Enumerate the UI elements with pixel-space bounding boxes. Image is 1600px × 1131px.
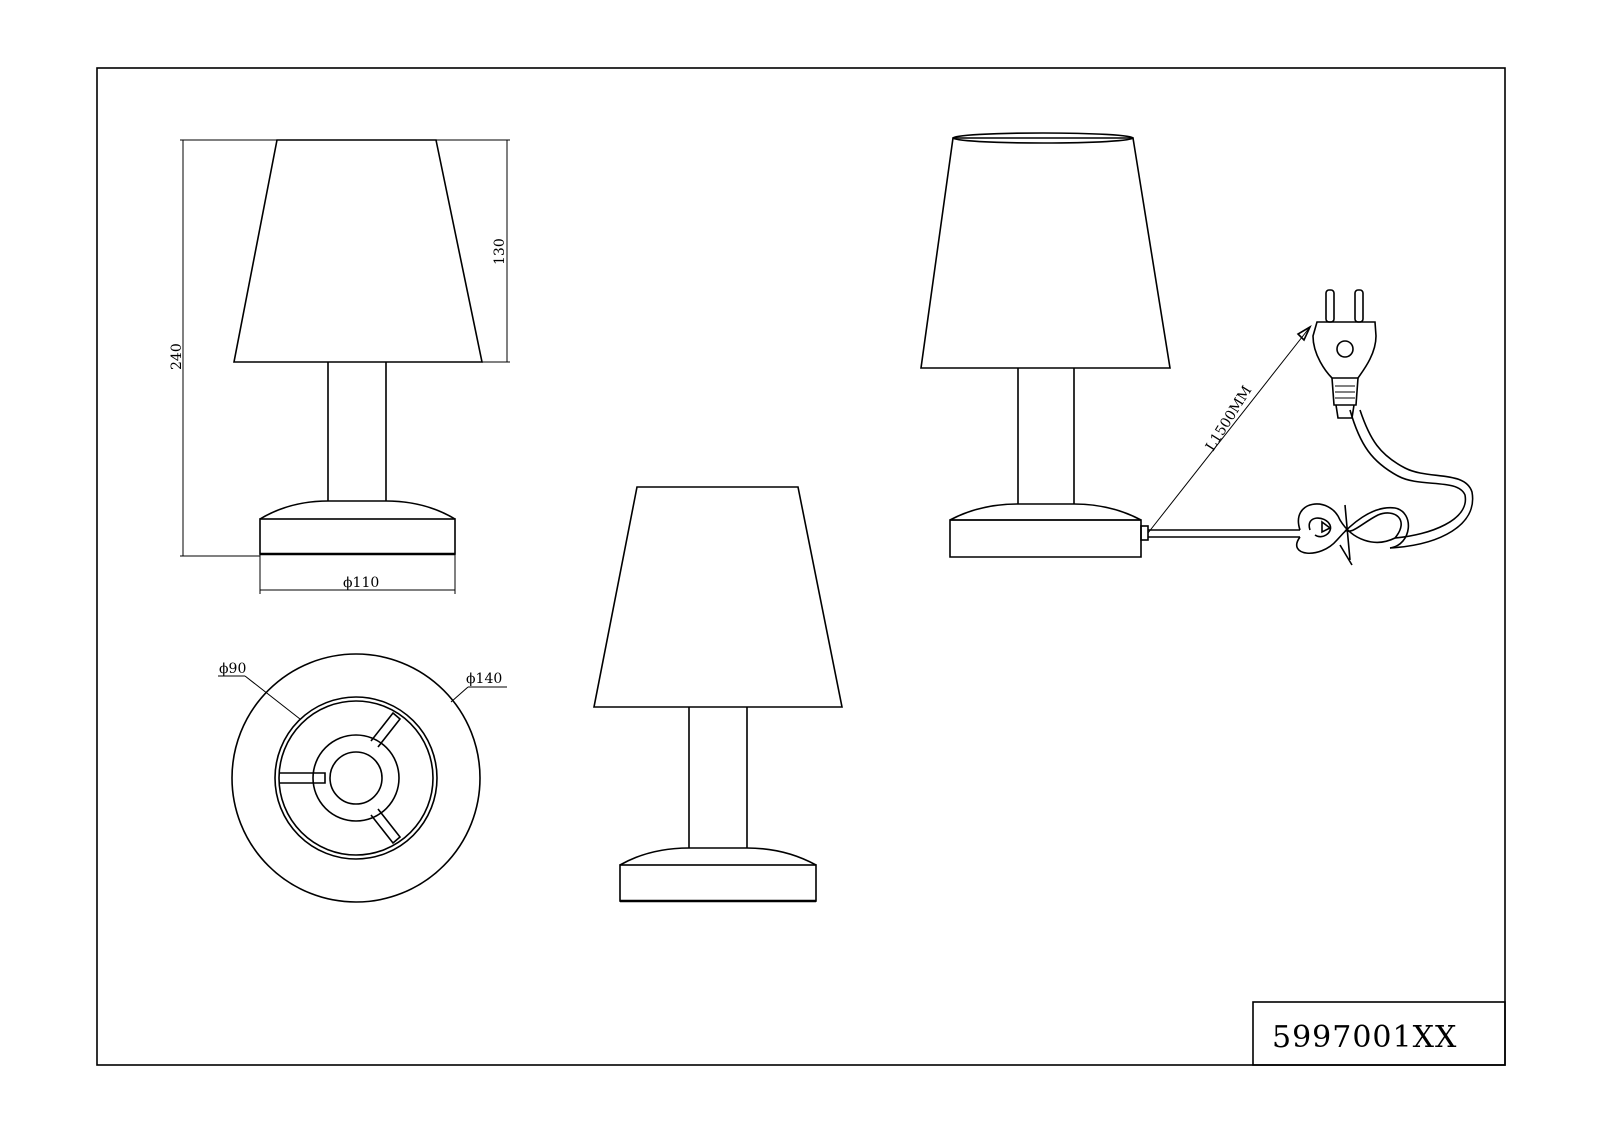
lamp-holder-outer <box>312 734 400 822</box>
cable-coil <box>1296 409 1474 566</box>
spoke-upper <box>370 711 402 748</box>
lamp-with-cable-view: L1500MM <box>920 132 1474 566</box>
center-lamp-base <box>619 864 817 902</box>
plug-marking <box>1336 340 1354 358</box>
center-lamp-view <box>593 486 843 903</box>
plan-view: ϕ90 ϕ140 <box>218 653 507 903</box>
base-diameter-label: ϕ110 <box>343 575 379 591</box>
right-lampshade <box>920 137 1171 369</box>
spoke-left <box>280 772 326 784</box>
lampshade <box>233 139 483 363</box>
outer-diameter-leader: ϕ140 <box>450 671 507 703</box>
cable-length-label: L1500MM <box>1203 383 1256 454</box>
plug-pin-left <box>1325 289 1335 323</box>
center-lamp-stem <box>688 707 748 848</box>
title-block: 5997001XX <box>1252 1001 1506 1066</box>
lamp-base-top <box>259 500 456 520</box>
spoke-lower <box>370 808 402 845</box>
inner-diameter-label: ϕ90 <box>219 661 246 677</box>
shade-height-dimension: 130 <box>482 140 510 363</box>
shade-ring-outer <box>274 696 438 860</box>
inner-diameter-leader: ϕ90 <box>218 661 301 720</box>
lamp-holder-inner <box>329 751 383 805</box>
overall-height-dimension: 240 <box>169 139 510 557</box>
lamp-stem <box>327 362 387 501</box>
drawing-frame <box>96 67 1506 1066</box>
plug <box>1312 289 1377 419</box>
cable-length-dimension: L1500MM <box>1147 325 1312 534</box>
cable <box>1148 529 1300 538</box>
outer-diameter-label: ϕ140 <box>466 671 502 687</box>
overall-height-label: 240 <box>169 343 185 370</box>
base-diameter-dimension: ϕ110 <box>259 554 456 594</box>
lamp-base <box>259 518 456 555</box>
plug-pin-right <box>1354 289 1364 323</box>
shade-ring-inner <box>278 700 434 856</box>
right-lamp-base <box>949 519 1142 558</box>
outer-ring <box>231 653 481 903</box>
plug-strain-relief <box>1335 404 1355 419</box>
center-lampshade <box>593 486 843 708</box>
cable-grommet <box>1140 525 1149 541</box>
shade-height-label: 130 <box>492 238 508 265</box>
plug-body <box>1312 321 1377 379</box>
right-lamp-base-top <box>949 503 1142 521</box>
article-number: 5997001XX <box>1272 1020 1457 1055</box>
right-lamp-stem <box>1017 368 1075 504</box>
center-lamp-base-top <box>619 847 817 866</box>
front-elevation-view: 240 130 ϕ110 <box>169 139 510 594</box>
